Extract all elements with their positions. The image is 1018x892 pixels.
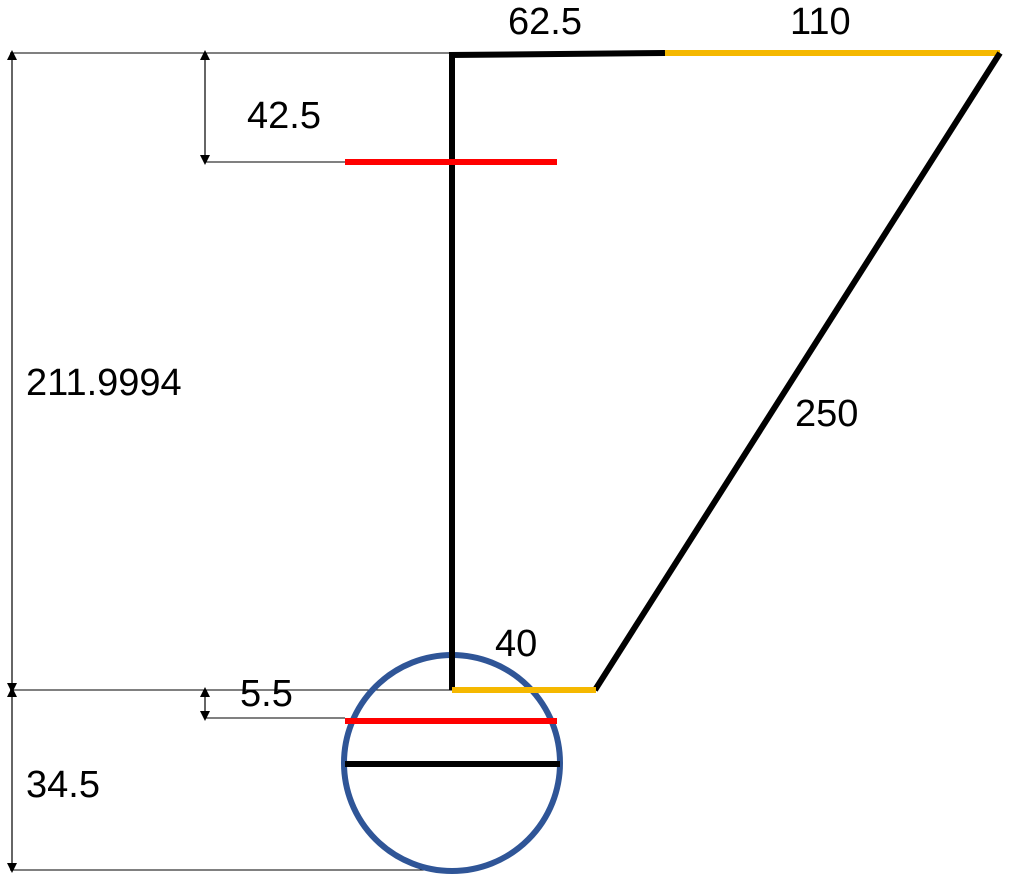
label-top-right-segment: 110 — [790, 1, 851, 43]
label-bottom-height: 34.5 — [26, 764, 100, 806]
diagonal-member — [592, 51, 1003, 692]
top-member-left — [448, 50, 666, 58]
label-top-left-segment: 62.5 — [508, 1, 582, 43]
label-bottom-segment: 40 — [495, 623, 537, 665]
label-upper-offset: 42.5 — [247, 95, 321, 137]
label-diagonal: 250 — [795, 393, 858, 435]
label-main-height: 211.9994 — [26, 362, 182, 404]
label-lower-offset: 5.5 — [240, 673, 293, 715]
